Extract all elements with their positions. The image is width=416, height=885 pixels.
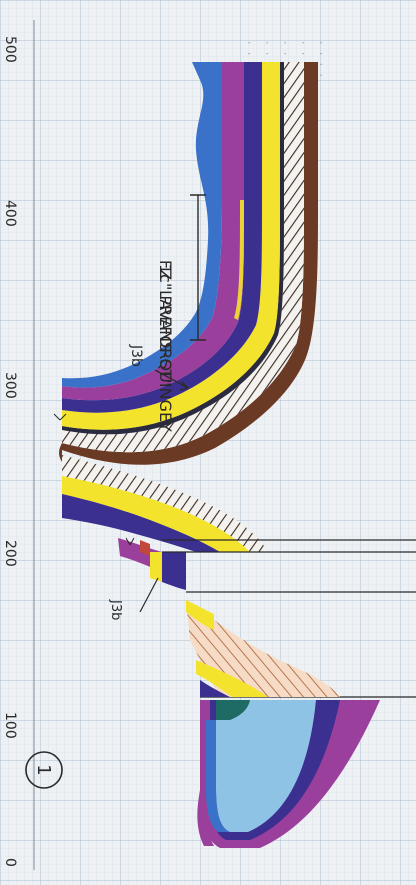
- fz-label: FZ: [156, 260, 175, 280]
- axis-tick-500: 500: [2, 36, 18, 63]
- j3b-lower-label: J3b: [108, 599, 123, 620]
- axis-tick-300: 300: [2, 372, 18, 399]
- title-line-2: LAVANS-QUINGEY: [156, 290, 175, 432]
- axis-tick-400: 400: [2, 200, 18, 227]
- j3b-upper-label: J3b: [128, 344, 144, 367]
- figure-number: 1: [33, 764, 54, 775]
- fault-yellow-stripe: [150, 552, 162, 582]
- axis-tick-200: 200: [2, 540, 18, 567]
- axis-tick-0: 0: [2, 858, 18, 867]
- axis-tick-100: 100: [2, 712, 18, 739]
